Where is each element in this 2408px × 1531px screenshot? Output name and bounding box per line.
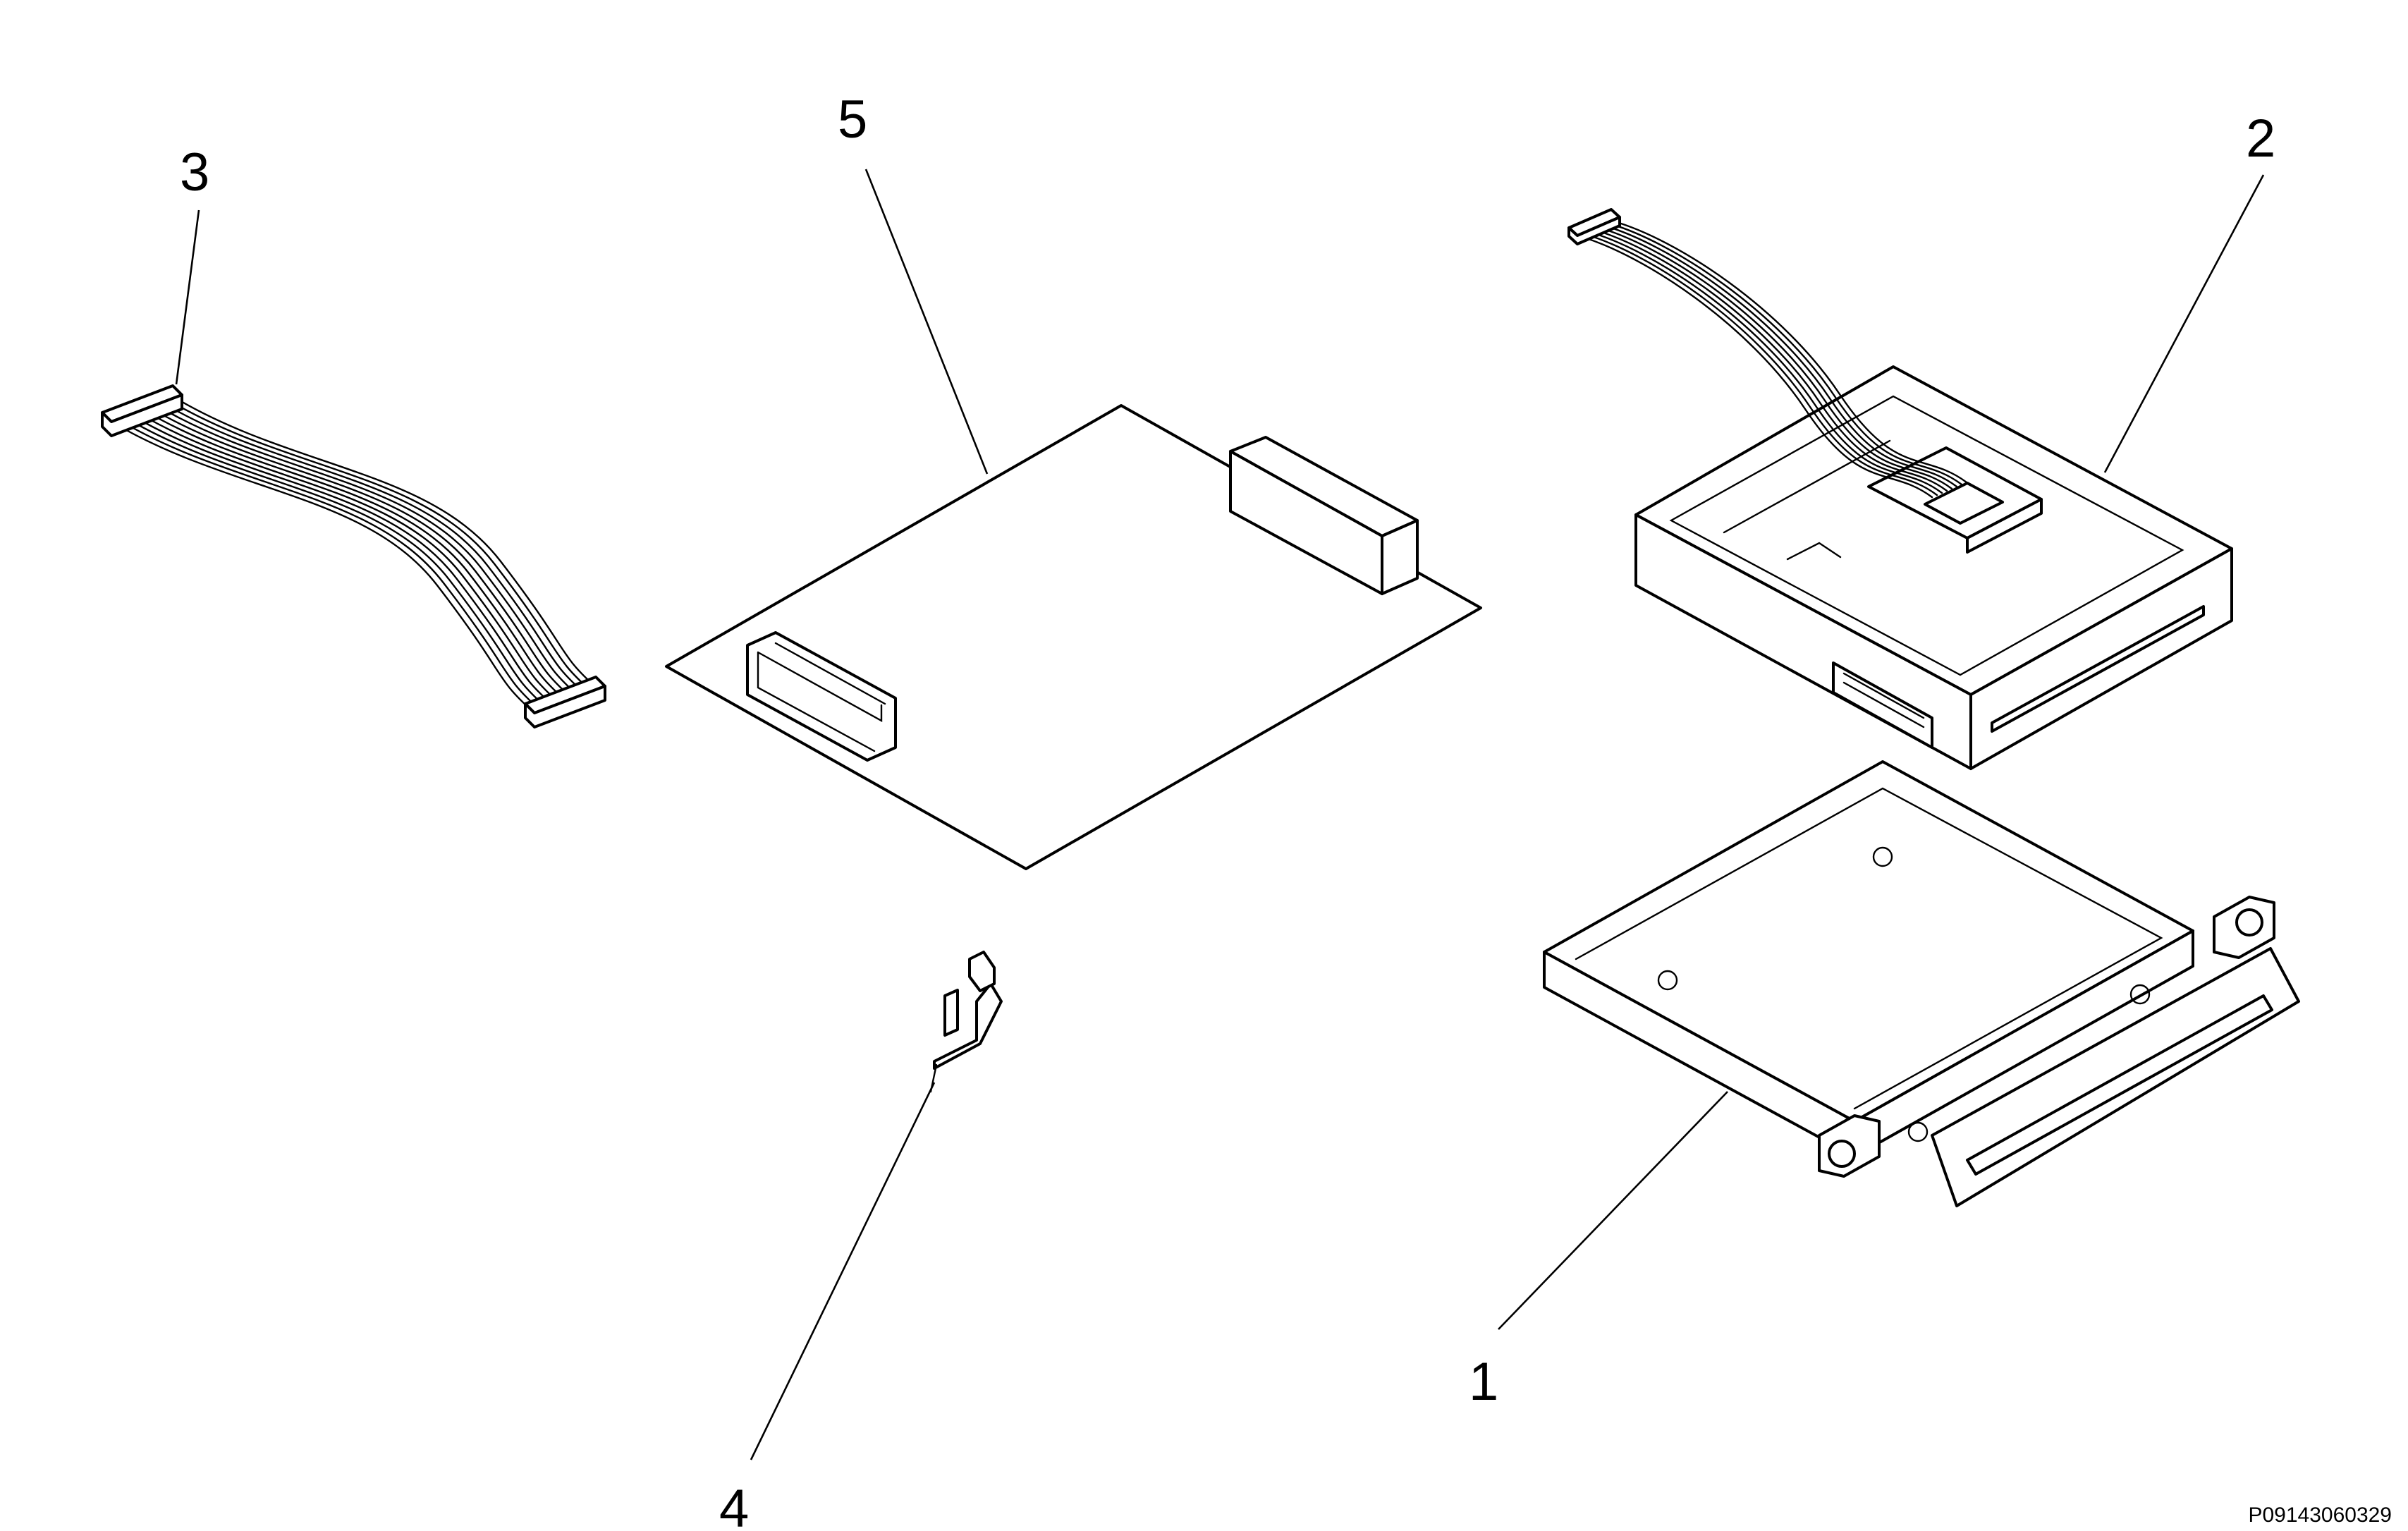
callout-labels: 3 5 2 1 4 (180, 90, 2275, 1531)
ribbon-cable-connector-top-side (101, 394, 183, 437)
module-housing-inner-floor (1723, 439, 1891, 561)
leader-line-3 (175, 209, 200, 385)
leader-line-5 (864, 169, 989, 475)
module-ribbon-connector-side (1966, 498, 2043, 554)
clip-tab (968, 951, 996, 992)
callout-2: 2 (2246, 109, 2275, 169)
ribbon-cable-wires (110, 396, 599, 714)
board-block-connector-side (1381, 519, 1419, 595)
clip-body (933, 982, 1003, 1070)
callout-5: 5 (838, 90, 867, 150)
circuit-board-plate (665, 404, 1482, 870)
module-slot-right (1991, 605, 2205, 733)
ribbon-wire (173, 396, 599, 690)
ribbon-wire (1581, 232, 1938, 496)
tray-inner-rim (1575, 787, 2163, 1110)
leader-line-1 (1498, 1091, 1728, 1330)
clip-part (929, 951, 1003, 1093)
callout-3: 3 (180, 142, 209, 202)
ribbon-wire (1611, 219, 1968, 484)
ribbon-wire (142, 408, 568, 702)
ribbon-wire (1606, 221, 1963, 486)
tray-mount-hole-3 (2129, 984, 2151, 1005)
board-header-slot (757, 642, 886, 752)
leader-line-2 (2103, 174, 2265, 473)
ribbon-cable-part (101, 384, 606, 728)
tray-slot-opening (1966, 994, 2273, 1176)
module-ribbon-end-connector-side (1567, 216, 1621, 245)
ribbon-wire (116, 418, 542, 712)
module-ribbon-wires (1576, 219, 1968, 499)
leader-lines (175, 169, 2265, 1460)
tray-mount-hole-2 (1657, 970, 1678, 991)
ribbon-wire (167, 399, 593, 693)
ribbon-wire (123, 416, 549, 709)
ribbon-cable-connector-bottom-side (524, 685, 606, 728)
tray-mount-ear-left-hole (1828, 1140, 1856, 1168)
ribbon-wire (1596, 226, 1953, 490)
ribbon-wire (148, 406, 574, 700)
tray-part (1543, 760, 2300, 1207)
ribbon-wire (154, 404, 580, 697)
ribbon-wire (135, 411, 561, 704)
module-housing-part (1567, 208, 2233, 770)
circuit-board-part (665, 404, 1482, 870)
module-housing-inner-rim (1669, 395, 2184, 676)
figure-id: P09143060329 (2248, 1503, 2392, 1527)
ribbon-wire (110, 420, 536, 714)
module-ribbon-clip (1924, 482, 2004, 525)
tray-mount-ear-right-hole (2235, 908, 2263, 937)
callout-4: 4 (719, 1479, 749, 1531)
ribbon-wire (1576, 234, 1933, 499)
clip-pin (943, 989, 959, 1037)
module-slot-left-inner (1842, 672, 1925, 728)
ribbon-wire (161, 401, 587, 695)
tray-mount-hole-4 (1907, 1121, 1929, 1142)
ribbon-wire (1591, 228, 1948, 492)
leader-line-4 (750, 1082, 936, 1460)
module-housing-right (1969, 547, 2233, 770)
tray-mount-hole-1 (1872, 846, 1893, 867)
ribbon-wire (1586, 230, 1943, 494)
callout-1: 1 (1469, 1352, 1498, 1412)
ribbon-wire (129, 413, 555, 707)
board-header-connector (746, 631, 897, 762)
ribbon-wire (1601, 224, 1958, 488)
